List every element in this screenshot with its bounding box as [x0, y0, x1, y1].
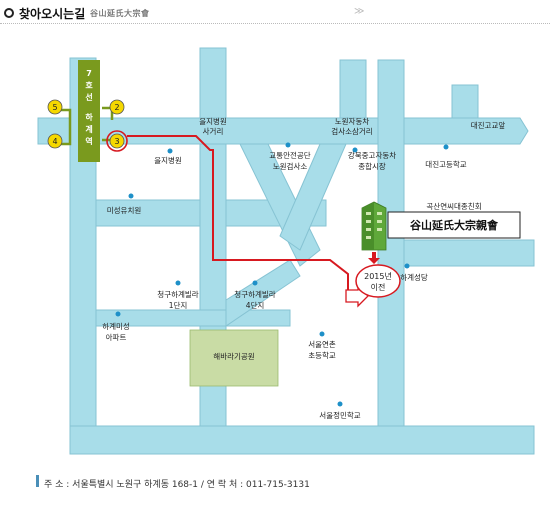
svg-text:4단지: 4단지 [246, 300, 265, 310]
marker-icon [352, 147, 358, 153]
bullet-icon [4, 8, 14, 18]
label-yeonchon-school: 서울연촌 [308, 340, 336, 349]
label-kindergarten: 미성유치원 [107, 206, 142, 215]
footer-accent-bar [36, 475, 39, 487]
address-footer: 주 소 : 서울특별시 노원구 하계동 168-1 / 연 락 처 : 011-… [44, 480, 310, 490]
label-cheonggu-1: 청구하계빌라 [157, 289, 198, 299]
label-daejin-school: 대진고등학교 [425, 159, 466, 169]
svg-text:하: 하 [85, 112, 93, 122]
svg-text:4: 4 [52, 137, 57, 146]
label-eulji-hospital: 을지병원 [154, 156, 182, 165]
marker-icon [175, 280, 181, 286]
label-park: 해바라기공원 [213, 351, 254, 361]
marker-icon [404, 263, 410, 269]
exit-5-badge: 5 [47, 99, 63, 115]
moved-label: 이전 [371, 282, 386, 292]
destination-big-label: 谷山延氏大宗親會 [410, 218, 499, 232]
svg-text:노원검사소: 노원검사소 [273, 161, 308, 171]
place-labels: 을지병원 사거리 노원자동차 검사소삼거리 대진고교앞 을지병원 교통안전공단 … [102, 117, 505, 420]
right-vertical-road [377, 59, 405, 427]
svg-text:5: 5 [52, 103, 57, 112]
svg-text:1단지: 1단지 [169, 300, 188, 310]
marker-icon [115, 311, 121, 317]
svg-text:사거리: 사거리 [203, 127, 224, 136]
marker-icon [285, 142, 291, 148]
label-used-car-market: 강북중고자동차 [348, 150, 396, 160]
route-path [127, 135, 362, 297]
exit-4-badge: 4 [47, 133, 63, 149]
exit-3-badge: 3 [106, 130, 128, 152]
marker-icon [128, 193, 134, 199]
main-road [37, 117, 529, 145]
subway-line-band [78, 60, 100, 162]
subway-line-label: 7 호 선 하 계 역 [85, 69, 93, 146]
label-cheonggu-4: 청구하계빌라 [234, 289, 275, 299]
label-cathedral: 하계성당 [400, 272, 428, 282]
svg-text:초등학교: 초등학교 [308, 350, 336, 360]
exit-2-badge: 2 [109, 99, 125, 115]
destination-small-label: 곡산연씨대종친회 [426, 201, 481, 211]
marker-icon [443, 144, 449, 150]
location-map: 7 호 선 하 계 역 5 4 2 3 [37, 47, 535, 455]
svg-text:7: 7 [86, 69, 92, 78]
svg-text:계: 계 [85, 124, 92, 134]
svg-text:역: 역 [85, 136, 92, 146]
bottom-road [69, 425, 535, 455]
svg-text:선: 선 [85, 92, 92, 102]
page-header: 찾아오시는길 谷山延氏大宗會 ≫ [0, 0, 550, 26]
marker-icon [167, 148, 173, 154]
page-title: 찾아오시는길 [19, 7, 86, 21]
label-inspection-junction: 노원자동차 [335, 117, 370, 126]
destination-down-arrow-icon [368, 252, 380, 264]
header-divider [0, 23, 550, 24]
svg-text:2: 2 [114, 103, 119, 112]
park-area [189, 329, 279, 387]
school-road [451, 84, 479, 119]
label-traffic-agency: 교통안전공단 [269, 150, 310, 160]
marker-icon [319, 331, 325, 337]
place-markers [115, 142, 449, 407]
moved-year-label: 2015년 [364, 271, 392, 281]
label-daejin-intersection: 대진고교앞 [471, 120, 506, 130]
inspection-diagonal [279, 143, 347, 251]
far-left-road [199, 47, 227, 119]
destination-label-box [387, 211, 521, 239]
marker-icon [252, 280, 258, 286]
upper-right-road [339, 59, 367, 119]
lower-diagonal [225, 259, 301, 327]
svg-text:검사소삼거리: 검사소삼거리 [331, 126, 372, 136]
label-jeongmin-school: 서울정민학교 [319, 410, 360, 420]
moved-circle [355, 264, 401, 298]
svg-text:3: 3 [114, 137, 119, 146]
label-euljiro-junction: 을지병원 [199, 117, 227, 126]
cathedral-road [403, 239, 535, 267]
svg-text:호: 호 [85, 80, 93, 90]
svg-text:아파트: 아파트 [106, 332, 127, 342]
chevron-icon: ≫ [354, 6, 365, 17]
destination-building-icon [361, 201, 387, 251]
label-misung-apartment: 하계미성 [102, 321, 130, 331]
page-subtitle: 谷山延氏大宗會 [90, 9, 150, 18]
svg-text:종합시장: 종합시장 [358, 161, 386, 171]
marker-icon [337, 401, 343, 407]
